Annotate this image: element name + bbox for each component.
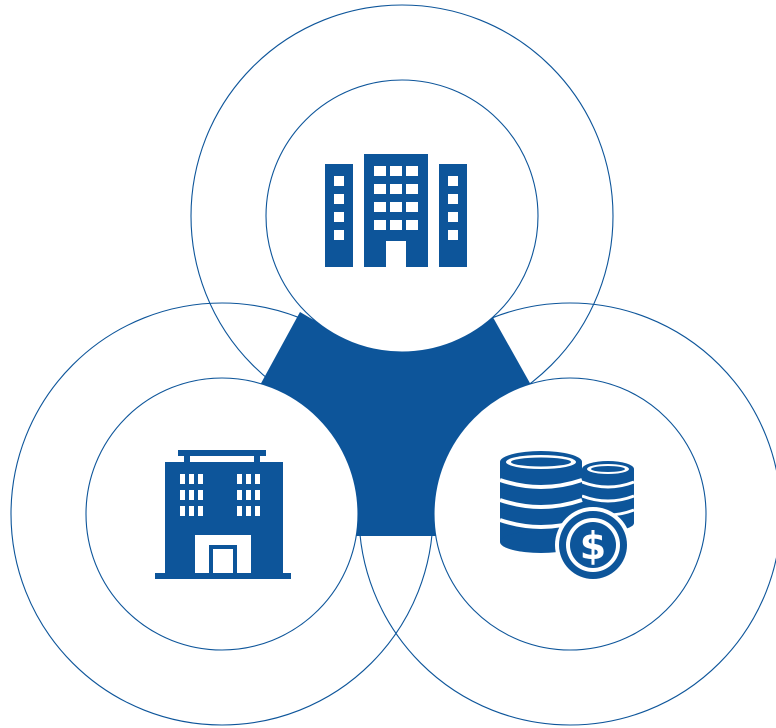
office-buildings-icon <box>325 154 467 267</box>
dollar-sign: $ <box>580 524 606 568</box>
hotel-building-icon <box>155 450 291 579</box>
central-hub-shape <box>259 312 531 536</box>
coin-stacks-dollar-icon: $ <box>499 451 635 583</box>
